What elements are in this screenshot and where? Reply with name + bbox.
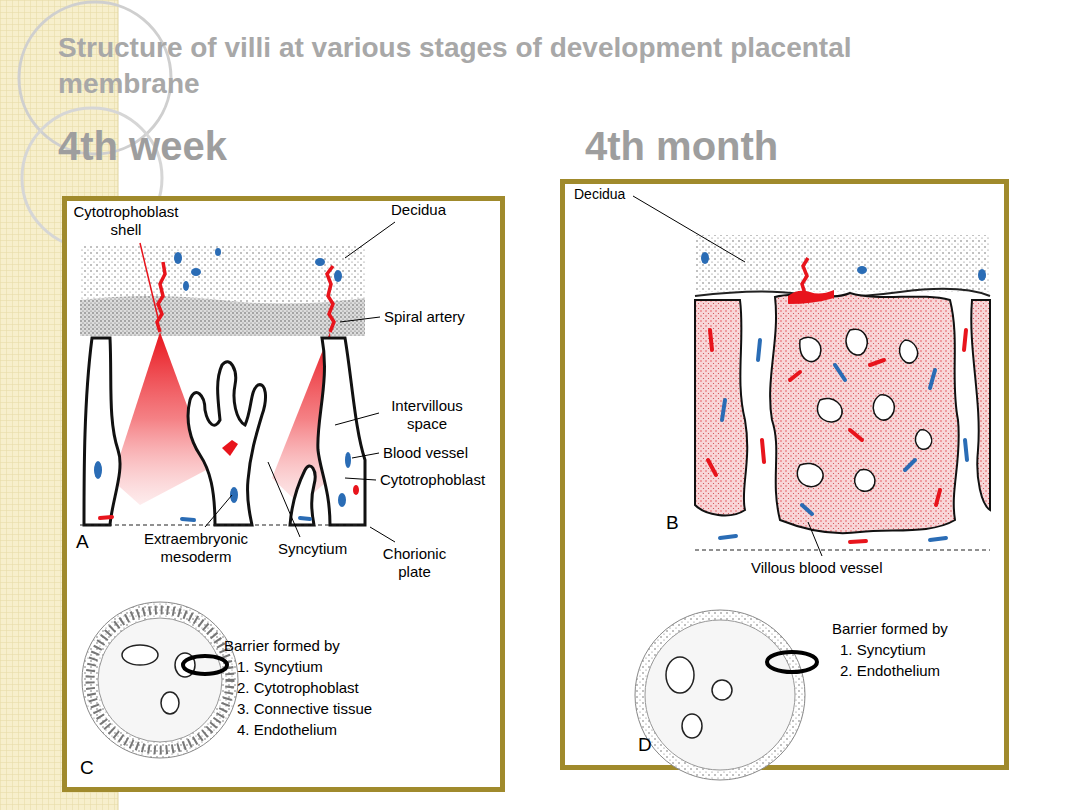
part-label: Cytotrophoblast <box>380 471 485 489</box>
barrier-heading: Barrier formed by <box>224 637 340 655</box>
part-label: Decidua <box>574 186 625 203</box>
barrier-layer: 2. Endothelium <box>840 662 940 680</box>
barrier-heading: Barrier formed by <box>832 620 948 638</box>
panel-letter: A <box>76 531 89 554</box>
part-label: Chorionic plate <box>372 545 457 581</box>
barrier-layer: 1. Syncytium <box>237 658 323 676</box>
part-label: Villous blood vessel <box>751 559 882 577</box>
panel-letter: C <box>80 757 94 780</box>
part-label: Syncytium <box>278 540 347 558</box>
part-label: Spiral artery <box>384 308 465 326</box>
part-label: Decidua <box>391 201 446 219</box>
barrier-layer: 1. Syncytium <box>840 641 926 659</box>
barrier-layer: 4. Endothelium <box>237 721 337 739</box>
part-label: Blood vessel <box>383 444 468 462</box>
stage-heading: 4th month <box>585 122 778 170</box>
panel-letter: D <box>638 734 652 757</box>
panel-letter: B <box>666 512 679 535</box>
part-label: Cytotrophoblast shell <box>66 203 186 239</box>
slide-title: Structure of villi at various stages of … <box>58 30 958 103</box>
barrier-layer: 3. Connective tissue <box>237 700 372 718</box>
barrier-layer: 2. Cytotrophoblast <box>237 679 359 697</box>
part-label: Intervillous space <box>382 397 472 433</box>
part-label: Extraembryonic mesoderm <box>131 530 261 566</box>
stage-heading: 4th week <box>58 122 227 170</box>
